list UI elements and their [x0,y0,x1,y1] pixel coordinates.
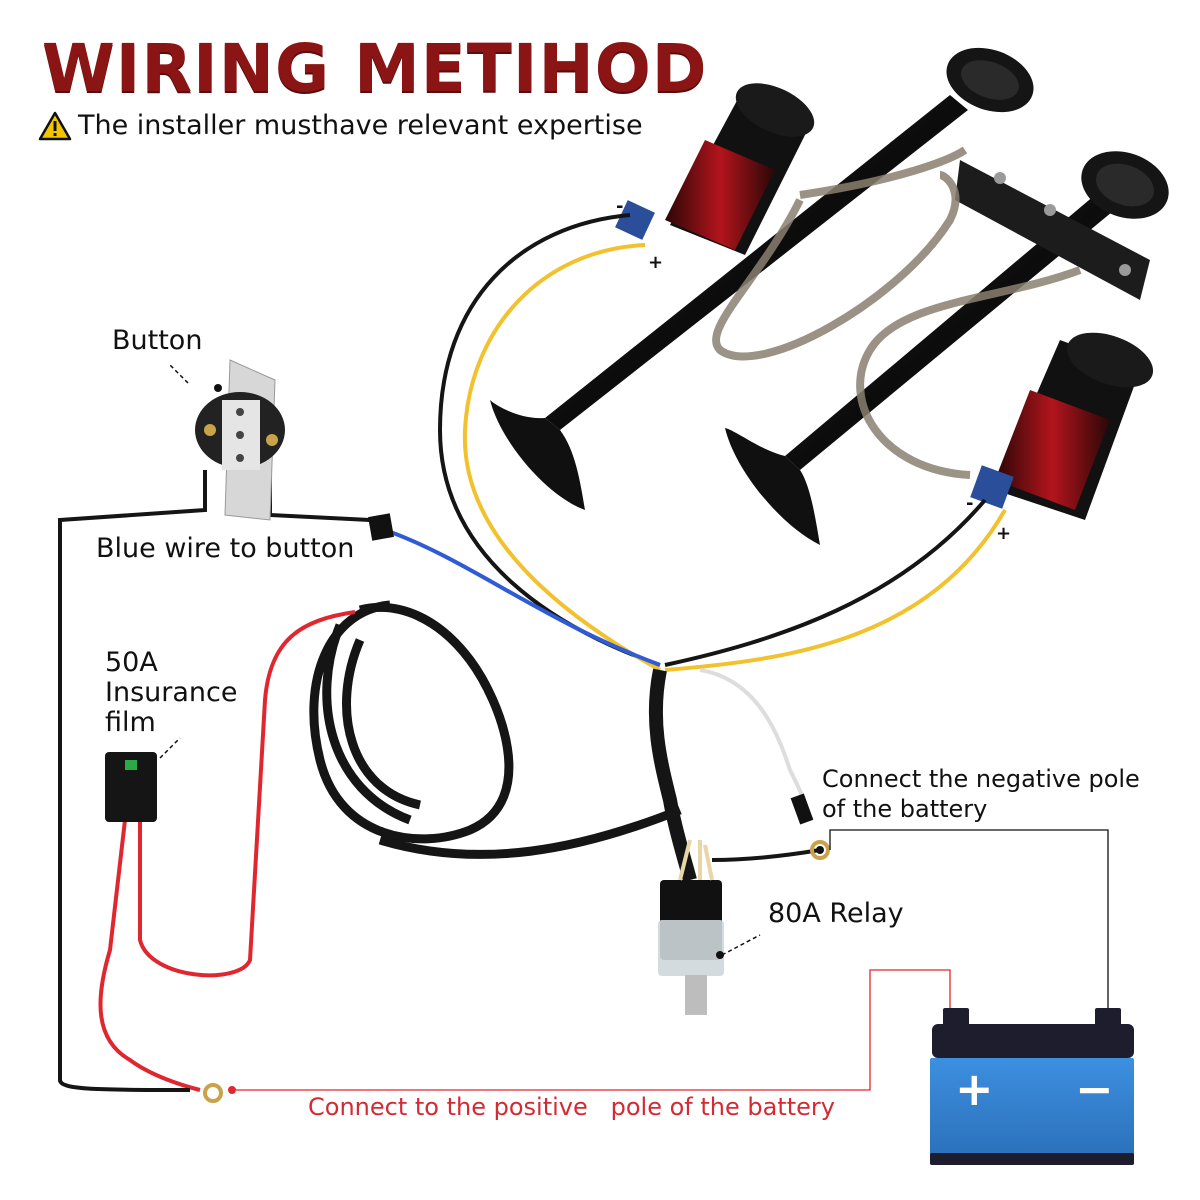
compressor-top-minus: - [616,196,624,217]
push-button-switch [169,359,394,541]
compressor-bottom-plus: + [996,523,1012,544]
button-label: Button [112,325,203,356]
page-title: WIRING METIHOD [42,30,708,107]
negative-pole-label: Connect the negative pole of the battery [822,765,1140,823]
coiled-cable [309,600,682,859]
wire-white-negative [699,668,807,811]
relay [658,839,821,1015]
fuse-holder [105,737,181,822]
air-hoses [712,146,1082,479]
compressor-bottom-minus: - [966,493,974,514]
air-compressor-top [615,83,815,255]
battery [930,1008,1134,1165]
horn-mounting-bracket [955,160,1150,300]
warning-icon [38,111,72,140]
positive-pole-label: Connect to the positive pole of the batt… [308,1093,835,1121]
ring-terminal-negative [790,793,830,860]
wire-yellow-compressor-bottom [664,508,1007,672]
wire-yellow-compressor-top [462,243,661,672]
battery-plus-symbol: + [955,1062,994,1116]
negative-leader-line [829,829,1109,1010]
fuse-label: 50A Insurance film [105,647,238,738]
wire-red-power [98,610,356,1092]
air-compressor-bottom [970,332,1154,520]
ring-terminal-positive [203,1083,236,1103]
battery-minus-symbol: − [1075,1062,1114,1116]
wire-harness-bundle [648,668,697,882]
blue-wire-label: Blue wire to button [96,533,355,564]
warning-text: The installer musthave relevant expertis… [78,110,643,141]
warning-notice: The installer musthave relevant expertis… [38,110,643,141]
trumpet-horn-right [725,151,1169,545]
positive-leader-line [236,969,951,1091]
trumpet-horn-left [490,47,1034,510]
wire-black-compressor-bottom [664,498,987,667]
compressor-top-plus: + [648,252,664,273]
wire-blue-to-button [384,528,661,667]
relay-label: 80A Relay [768,898,904,929]
